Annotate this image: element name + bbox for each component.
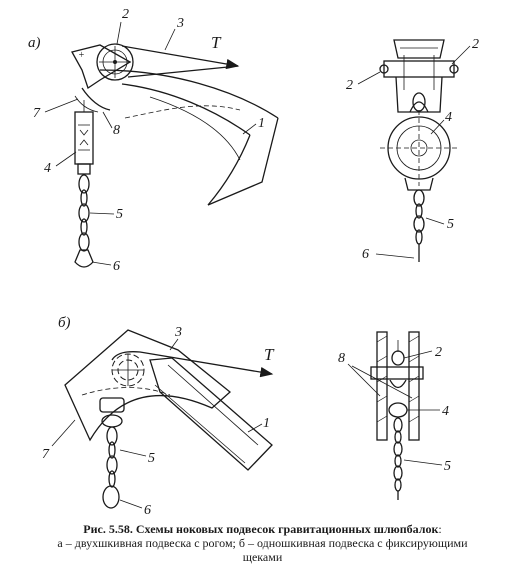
sheave-2 [96,43,134,81]
panel-a-label: а) [28,35,41,51]
label-T: T [264,345,275,364]
label-4: 4 [442,404,449,419]
label-1: 1 [258,116,265,131]
horn-frame: + [71,44,132,90]
labels-a-right: 2 2 4 5 6 [346,37,479,262]
chain-5 [78,174,90,252]
chain-5-right [413,189,425,262]
label-T: T [211,33,222,52]
rope-3 [121,45,240,78]
label-1: 1 [263,416,270,431]
turnbuckle-4 [74,100,94,175]
boom-part-1 [99,69,279,206]
panel-b-label: б) [58,315,71,331]
ring-6 [74,249,94,268]
caption-line-2: а – двухшкивная подвеска с рогом; б – од… [57,536,468,550]
label-6: 6 [362,247,369,262]
svg-text:+: + [78,50,85,61]
labels-b-left: 3 T 1 7 5 6 [42,325,275,518]
label-4: 4 [44,161,51,176]
label-3: 3 [176,16,184,31]
sheave-4 [380,110,458,191]
label-7: 7 [42,447,50,462]
label-6: 6 [113,259,120,274]
leaders-a-right [357,45,471,259]
panel-a-right: 2 2 4 5 6 [346,37,479,262]
label-8: 8 [338,351,345,366]
caption-title-line: Рис. 5.58. Схемы ноковых подвесок гравит… [10,522,515,536]
label-6: 6 [144,503,151,518]
label-5: 5 [444,459,451,474]
figure-caption: Рис. 5.58. Схемы ноковых подвесок гравит… [10,522,515,564]
chain-5 [106,426,118,488]
leaders-a-left [44,21,257,266]
caption-colon: : [438,522,442,536]
plate-7 [64,329,232,442]
label-5: 5 [447,217,454,232]
panel-a-left: а) + [28,7,279,274]
label-2: 2 [435,345,442,360]
labels-b-right: 2 8 4 5 [338,345,451,474]
chain-5-right [393,417,403,500]
caption-title: Рис. 5.58. Схемы ноковых подвесок гравит… [83,522,439,536]
hook-block [99,397,125,428]
rope-3 [111,351,274,378]
ring-6 [102,485,120,509]
label-2: 2 [472,37,479,52]
label-5: 5 [116,207,123,222]
label-4: 4 [445,110,452,125]
boom-part-1 [149,357,273,471]
leaders-b-left [51,338,263,509]
sheave-2 [370,340,424,418]
label-3: 3 [174,325,182,340]
cheeks-8 [376,331,420,441]
leaders-b-right [347,350,443,466]
secondary-sheave [74,87,111,113]
figure-schematics: а) + [28,7,479,518]
panel-b-left: б) [42,315,275,518]
caption-line-3: щеками [242,550,283,564]
labels-a-left: 2 3 T 1 7 8 4 5 6 [33,7,265,274]
panel-b-right: 2 8 4 5 [338,331,451,500]
label-5: 5 [148,451,155,466]
label-8: 8 [113,123,120,138]
label-2-left: 2 [346,78,353,93]
bracket [379,39,459,113]
label-2: 2 [122,7,129,22]
label-7: 7 [33,106,41,121]
sheave-dashed [111,353,145,387]
